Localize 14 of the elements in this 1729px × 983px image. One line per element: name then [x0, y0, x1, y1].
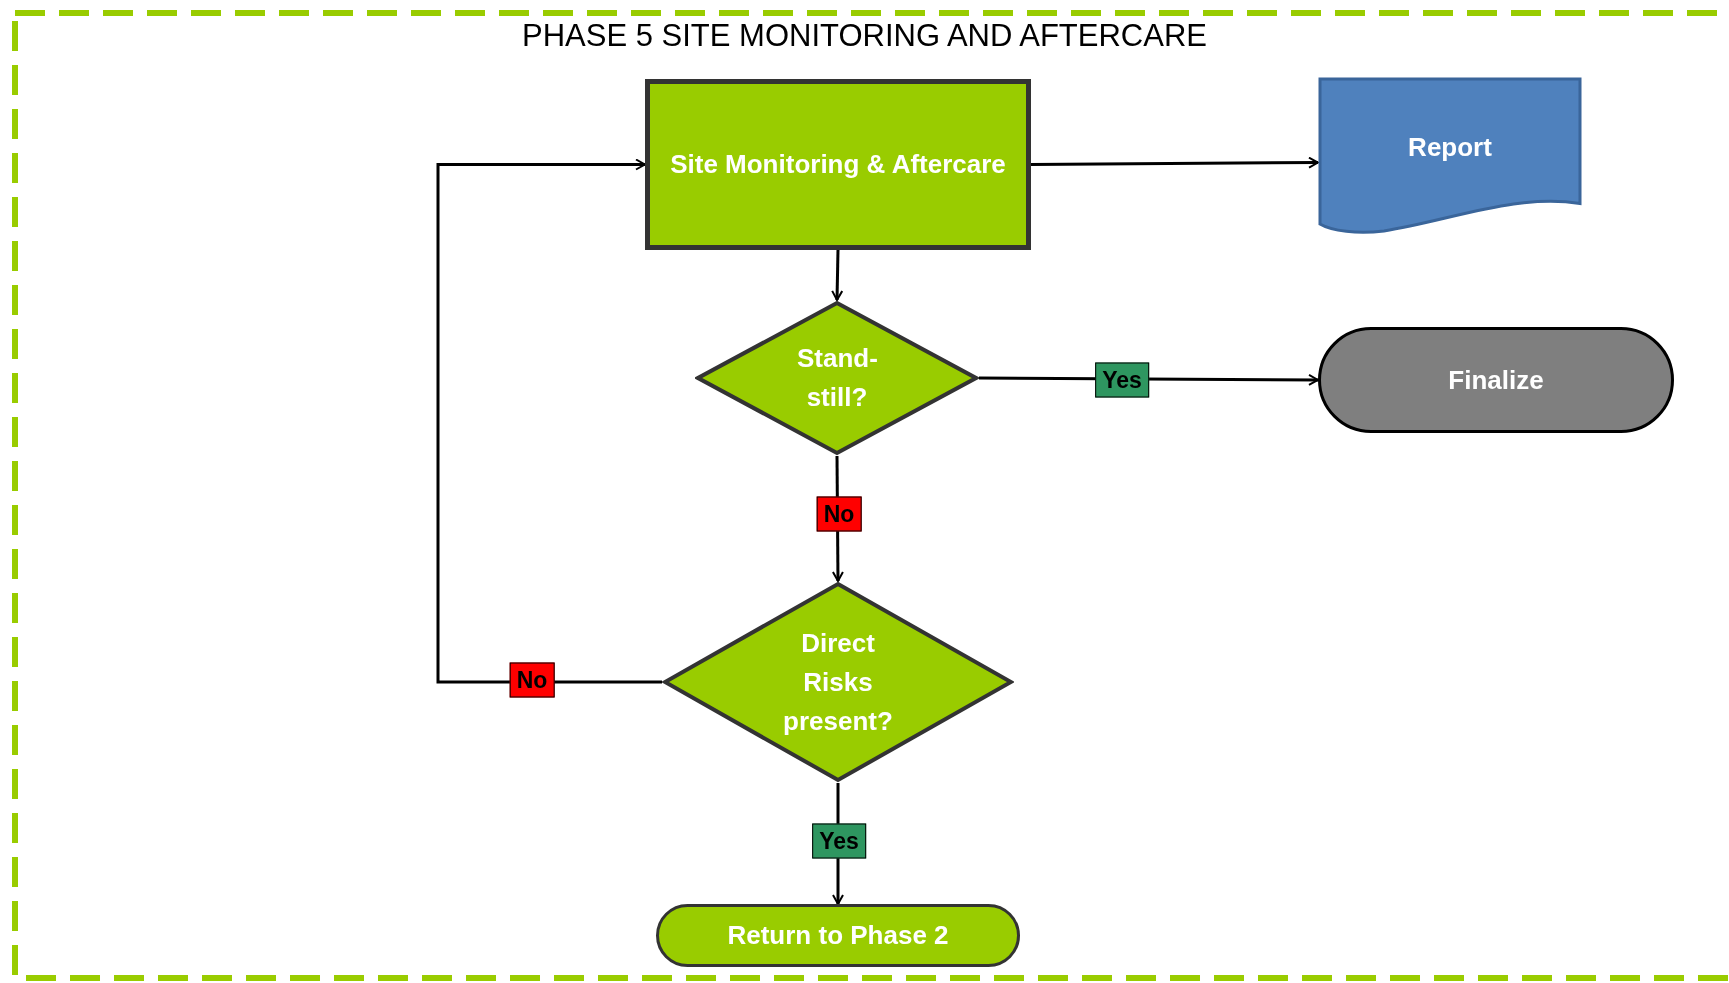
edge-label: No: [509, 662, 555, 698]
edge-label: Yes: [812, 823, 866, 859]
arrow: [436, 158, 662, 684]
arrow: [831, 249, 844, 301]
edge-label: Yes: [1095, 362, 1149, 398]
node-label: Report: [1408, 131, 1492, 164]
node-label: Stand-still?: [797, 342, 877, 414]
node-label: Finalize: [1448, 363, 1544, 397]
edge-label: No: [816, 496, 862, 532]
node-label: Site Monitoring & Aftercare: [670, 148, 1006, 181]
arrow: [1031, 156, 1319, 169]
node-label: Direct Risks present?: [782, 626, 894, 738]
diagram-title: PHASE 5 SITE MONITORING AND AFTERCARE: [521, 20, 1208, 51]
node-label: Return to Phase 2: [727, 919, 949, 952]
